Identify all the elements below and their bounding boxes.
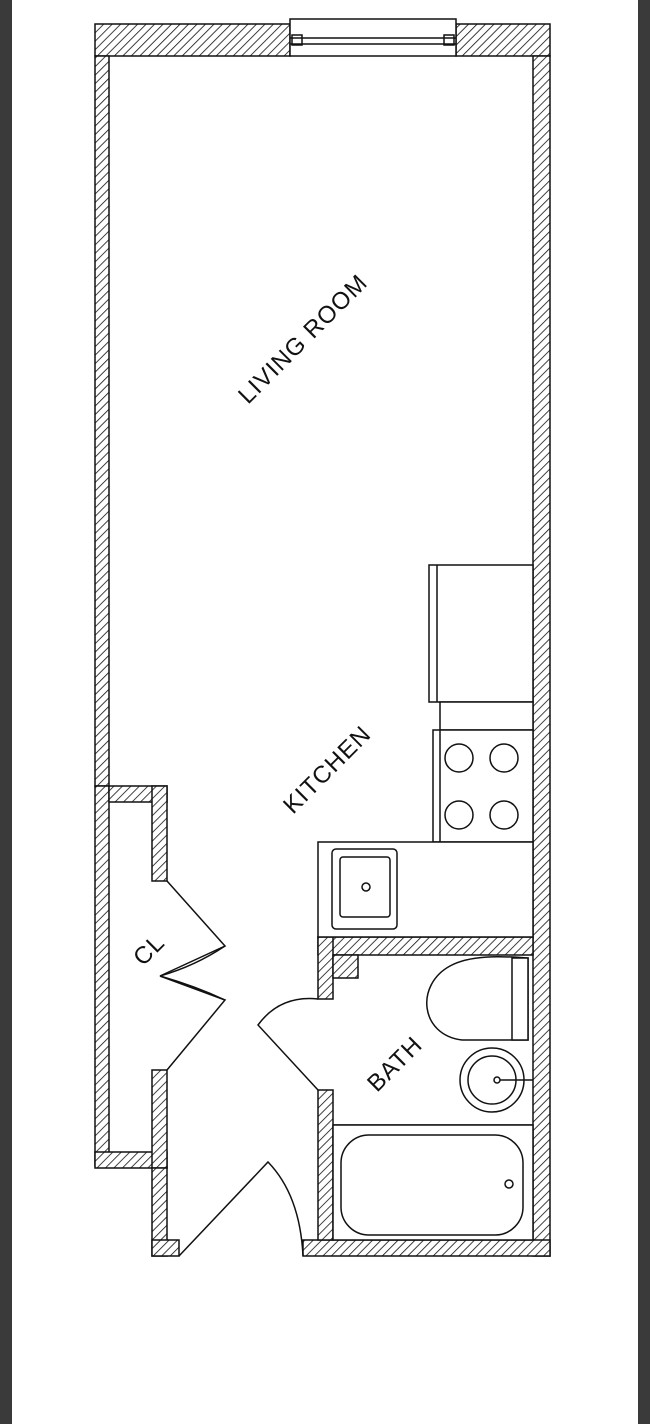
entry-bottom-left [151, 1239, 180, 1257]
toilet [426, 955, 529, 1041]
top-wall-left [94, 23, 291, 57]
right-wall [532, 55, 551, 1257]
bottom-wall [302, 1239, 551, 1257]
stove [432, 729, 534, 843]
kitchen-fixtures [317, 564, 534, 938]
bath-fixtures [332, 955, 534, 1241]
entry-door [178, 1160, 304, 1257]
window-right-edge [638, 0, 650, 1424]
closet-right-wall-upper [151, 785, 168, 882]
window-left-edge [0, 0, 12, 1424]
bath-left-wall-lower [317, 1089, 334, 1241]
closet-door-lower [159, 975, 227, 1071]
bath-left-wall-upper [317, 936, 334, 1000]
bath-label: BATH [362, 1031, 428, 1097]
burner-3 [444, 800, 474, 830]
top-wall-right [455, 23, 551, 57]
closet-left-wall [94, 785, 110, 1167]
burner-1 [444, 743, 474, 773]
refrigerator [428, 564, 534, 703]
living-room-label: LIVING ROOM [233, 269, 373, 409]
closet-label: CL [128, 929, 170, 971]
burner-2 [489, 743, 519, 773]
closet-door-upper [159, 880, 227, 977]
doors [159, 880, 319, 1257]
bath-door [257, 997, 319, 1091]
window [289, 18, 457, 57]
kitchen-label: KITCHEN [278, 721, 377, 820]
closet-right-wall-lower [151, 1069, 168, 1169]
counter-gap [439, 701, 534, 731]
bath-wall-notch [332, 954, 359, 979]
burner-4 [489, 800, 519, 830]
bath-top-wall [317, 936, 534, 956]
left-wall [94, 55, 110, 787]
